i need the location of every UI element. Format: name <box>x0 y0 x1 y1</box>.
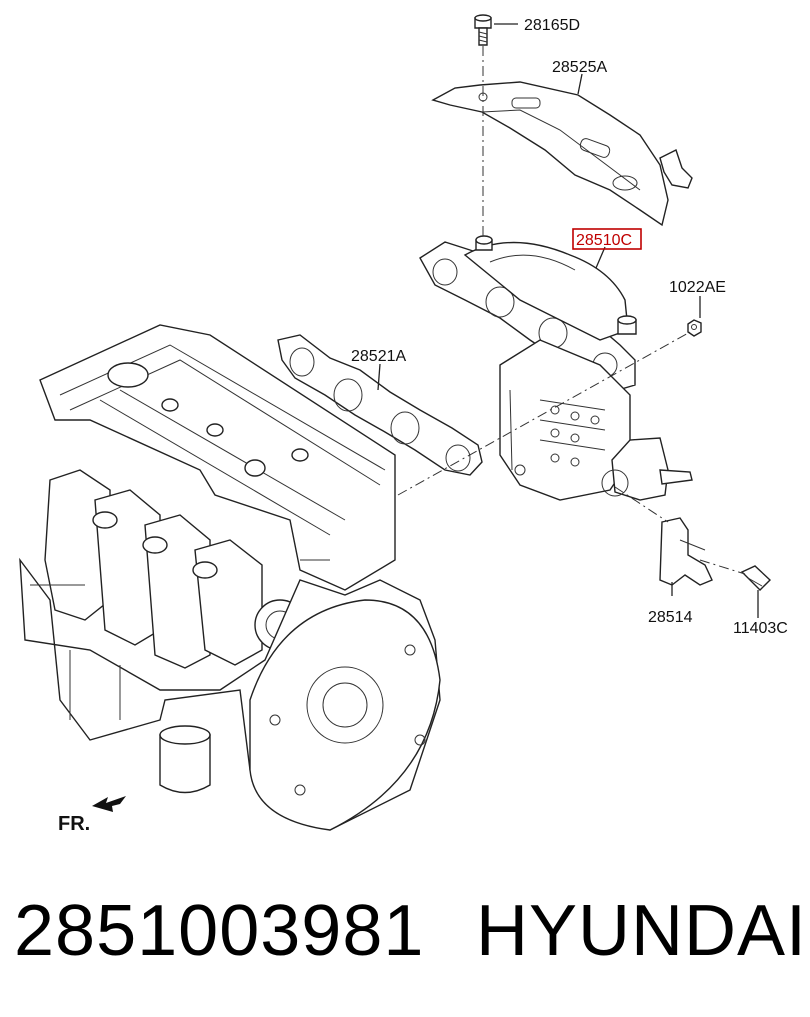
nut <box>687 319 702 337</box>
callout-heat-shield: 28525A <box>552 59 607 76</box>
bracket <box>659 517 713 586</box>
exhaust-manifold-gasket <box>277 334 483 476</box>
part-number: 2851003981 <box>14 891 425 971</box>
callout-labels: 28165D 28525A 28510C 1022AE 28521A 28514… <box>351 17 788 637</box>
callout-bolt-top: 28165D <box>524 17 580 34</box>
leader-lines <box>377 23 759 618</box>
front-label: FR. <box>58 813 90 835</box>
engine-block <box>19 324 441 831</box>
callout-bolt-bracket: 11403C <box>733 620 788 637</box>
bolt-top <box>474 14 492 46</box>
callout-gasket: 28521A <box>351 348 406 365</box>
bolt-bracket <box>740 565 772 591</box>
exhaust-manifold-catalytic-converter <box>419 235 693 501</box>
brand-name: HYUNDAI <box>476 891 808 971</box>
highlight-box <box>572 228 642 250</box>
front-arrow-icon <box>92 796 126 812</box>
callout-nut: 1022AE <box>669 279 726 296</box>
assembly-lines <box>397 46 746 575</box>
front-orientation: FR. <box>58 796 126 835</box>
callout-bracket: 28514 <box>648 609 693 626</box>
heat-shield <box>431 81 693 227</box>
callout-manifold-catalyst: 28510C <box>576 232 632 249</box>
